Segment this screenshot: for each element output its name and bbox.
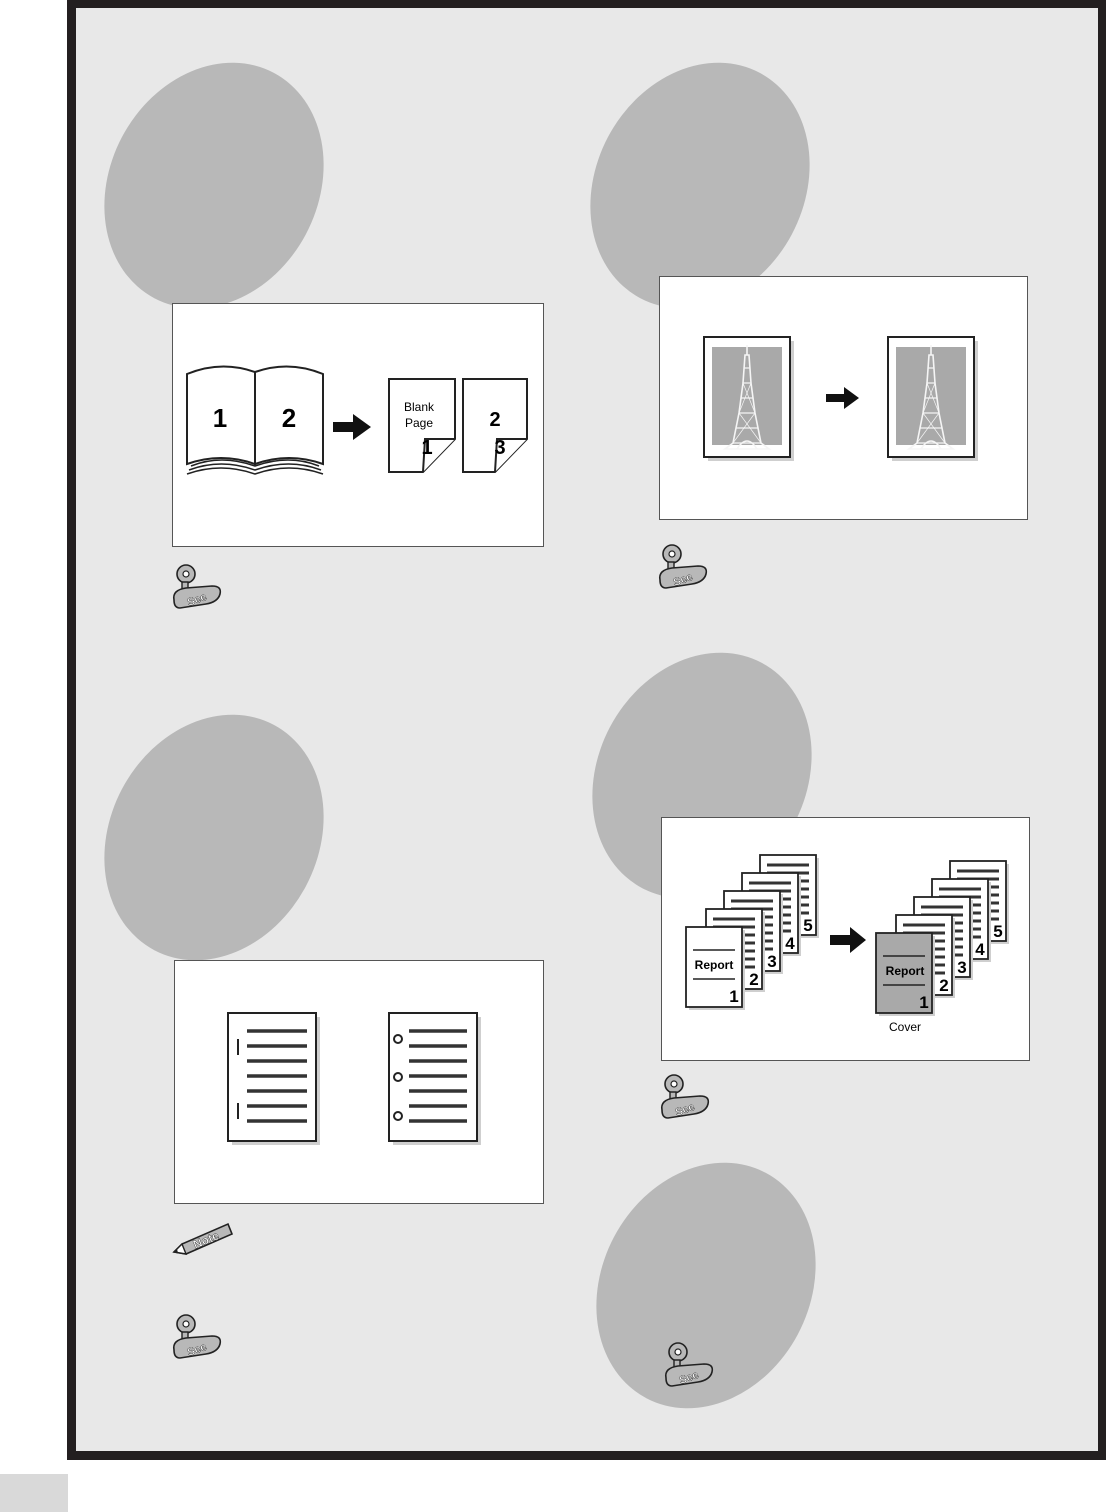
arrow-right-icon (333, 414, 371, 440)
stack1-page-2: 2 (749, 970, 758, 989)
original-photo-icon (703, 336, 794, 461)
stack1-page-1: 1 (729, 987, 738, 1006)
stack1-page-3: 3 (767, 952, 776, 971)
see-reference-icon-3[interactable]: See (658, 1070, 714, 1126)
open-book-icon (186, 365, 324, 475)
stack2-page-5: 5 (993, 922, 1002, 941)
see-reference-icon-5[interactable]: See (662, 1338, 718, 1394)
stack2-page-2: 2 (939, 976, 948, 995)
report-with-cover-stack (875, 859, 1011, 1016)
illustration-report-cover: 5 4 3 2 Report 1 5 4 3 2 Report 1 Cover (661, 817, 1030, 1061)
illustration-book-split: 1 2 Blank Page 1 2 3 (172, 303, 544, 547)
page-two-sheet (462, 378, 528, 473)
illustration-image-copy (659, 276, 1028, 520)
note-pencil-icon: Note (172, 1222, 234, 1255)
blank-page-label-line1: Blank (404, 400, 435, 414)
copied-photo-icon (887, 336, 978, 461)
blank-page-label-line2: Page (405, 416, 433, 430)
page-number-tab (0, 1474, 68, 1512)
cover-report-title-label: Report (886, 964, 925, 978)
stack1-page-5: 5 (803, 916, 812, 935)
stack2-page-3: 3 (957, 958, 966, 977)
report-pages-stack (685, 853, 821, 1010)
illustration-hole-punch (174, 960, 544, 1204)
sheet2-page-number: 2 (489, 409, 500, 431)
sheet2-corner-number: 3 (494, 437, 505, 459)
stack1-page-4: 4 (785, 934, 795, 953)
sheet1-corner-number: 1 (421, 437, 432, 459)
book-right-page-number: 2 (282, 403, 296, 433)
see-reference-icon-1[interactable]: See (170, 560, 226, 616)
report-title-label: Report (695, 958, 734, 972)
note-label: Note (191, 1228, 221, 1251)
book-left-page-number: 1 (213, 403, 227, 433)
staple-marks-page-icon (227, 1012, 320, 1145)
blank-page-sheet (388, 378, 456, 473)
stack2-page-4: 4 (975, 940, 985, 959)
see-reference-icon-2[interactable]: See (656, 540, 712, 596)
arrow-right-icon (826, 387, 859, 409)
cover-caption: Cover (889, 1020, 921, 1034)
arrow-right-icon (830, 927, 866, 953)
stack2-page-1: 1 (919, 993, 928, 1012)
punched-holes-page-icon (388, 1012, 481, 1145)
see-reference-icon-4[interactable]: See (170, 1310, 226, 1366)
